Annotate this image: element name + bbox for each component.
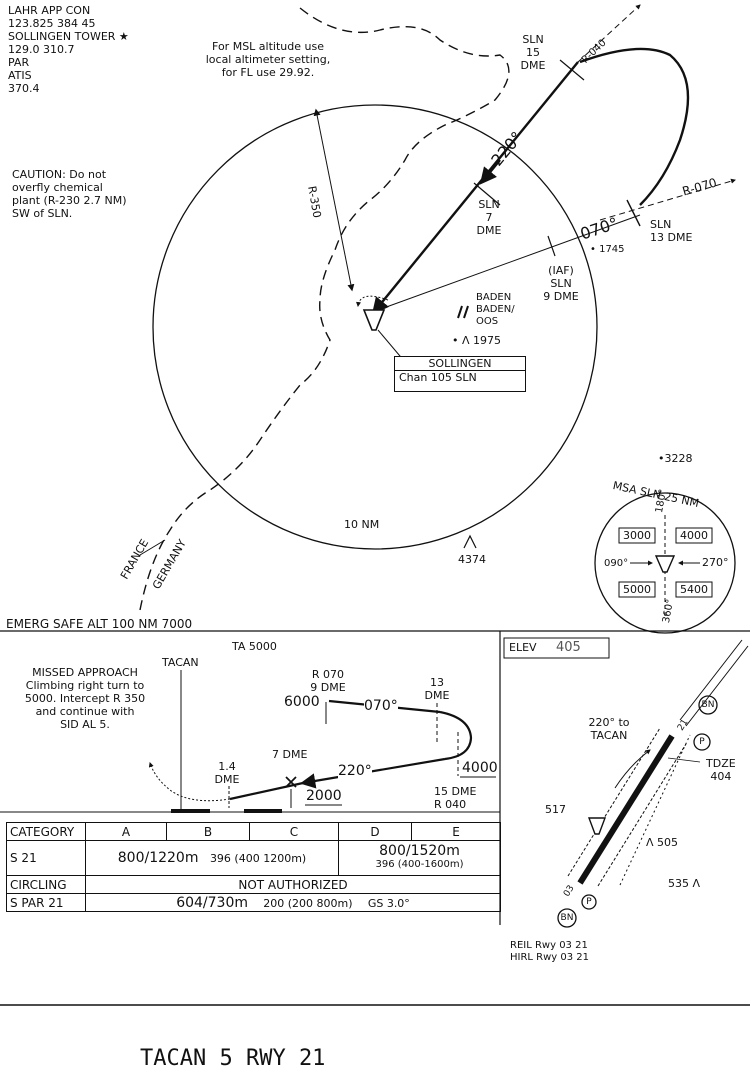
spar-label: S PAR 21 <box>6 893 86 912</box>
beacon-ne: BN <box>701 700 715 710</box>
profile-missed-approach <box>148 762 231 802</box>
cat-e: E <box>411 822 501 841</box>
runway-03-21 <box>577 734 675 885</box>
tacan-symbol <box>362 309 386 331</box>
border-france-germany <box>139 7 510 611</box>
profile-alt-2000: 2000 <box>306 788 342 804</box>
table-row: S 21 800/1220m 396 (400 1200m) 800/1520m… <box>6 840 501 876</box>
elev-1745: • 1745 <box>590 244 625 255</box>
chart-title: TACAN 5 RWY 21 <box>140 1046 326 1071</box>
profile-1.4-dme: 1.4 DME <box>214 760 240 786</box>
dme13-tick <box>626 199 641 227</box>
comms-line: 129.0 310.7 <box>8 43 75 56</box>
profile-course-220: 220° <box>338 763 372 779</box>
radial-350-line <box>313 108 355 292</box>
profile-7-dme: 7 DME <box>272 748 308 761</box>
cat-d: D <box>338 822 412 841</box>
s21-label: S 21 <box>6 840 86 876</box>
iaf-9dme-tick <box>547 235 556 257</box>
obstacle-4374: 4374 <box>458 553 486 566</box>
profile-alt-6000: 6000 <box>284 694 320 710</box>
obstacle-505: Λ 505 <box>646 836 679 849</box>
comms-block: LAHR APP CON 123.825 384 45 SOLLINGEN TO… <box>8 4 129 95</box>
cat-c: C <box>249 822 339 841</box>
altimeter-note: For MSL altitude use local altimeter set… <box>205 40 331 79</box>
profile-15-dme: 15 DME R 040 <box>434 785 477 811</box>
table-row: CIRCLING NOT AUTHORIZED <box>6 875 501 894</box>
msa-alt-ne: 4000 <box>680 529 708 542</box>
missed-approach-text: MISSED APPROACH Climbing right turn to 5… <box>24 666 146 731</box>
cat-a: A <box>85 822 167 841</box>
category-header: CATEGORY <box>6 822 86 841</box>
transition-altitude: TA 5000 <box>232 640 277 653</box>
navaid-name: SOLLINGEN <box>395 357 525 371</box>
profile-13-dme: 13 DME <box>424 676 450 702</box>
navaid-box: SOLLINGEN Chan 105 SLN <box>394 356 526 392</box>
r040-dashed <box>577 4 641 63</box>
msa-alt-se: 5400 <box>680 583 708 596</box>
comms-line: ATIS <box>8 69 32 82</box>
sln15-label: SLN 15 DME <box>520 33 546 72</box>
msa-bearing-270: 270° <box>702 556 729 569</box>
lighting-info: REIL Rwy 03 21 HIRL Rwy 03 21 <box>510 940 590 963</box>
msa-bearing-090: 090° <box>604 558 629 569</box>
circling-label: CIRCLING <box>6 875 86 894</box>
msa-alt-nw: 3000 <box>623 529 651 542</box>
s21-de: 800/1520m 396 (400-1600m) <box>338 840 501 876</box>
cat-b: B <box>166 822 250 841</box>
s21-abc: 800/1220m 396 (400 1200m) <box>85 840 339 876</box>
profile-alt-4000: 4000 <box>462 760 498 776</box>
comms-line: 123.825 384 45 <box>8 17 96 30</box>
comms-line: LAHR APP CON <box>8 4 91 17</box>
approach-note: 220° to TACAN <box>588 716 630 742</box>
sln7-label: SLN 7 DME <box>476 198 502 237</box>
airport-elev-label: ELEV <box>509 641 537 654</box>
airport-elev-value: 405 <box>556 640 581 655</box>
comms-line: 370.4 <box>8 82 40 95</box>
profile-tacan: TACAN <box>162 656 199 669</box>
papi-ne: P <box>699 737 705 747</box>
dme7-tick <box>473 182 501 206</box>
minimums-table: CATEGORY A B C D E S 21 800/1220m 396 (4… <box>6 822 501 912</box>
r070-line <box>599 178 736 221</box>
obstacle-1975: • Λ 1975 <box>452 334 502 347</box>
table-row: S PAR 21 604/730m 200 (200 800m) GS 3.0° <box>6 893 501 912</box>
circling-value: NOT AUTHORIZED <box>85 875 501 894</box>
msa-alt-sw: 5000 <box>623 583 651 596</box>
obstacle-517: 517 <box>545 803 566 816</box>
range-ring-10nm <box>152 104 598 550</box>
profile-course-070: 070° <box>364 698 398 714</box>
dme15-tick <box>559 59 585 81</box>
iaf-radial-line <box>377 214 641 311</box>
comms-line: SOLLINGEN TOWER ★ <box>8 30 129 43</box>
obstacle-535: 535 Λ <box>668 877 701 890</box>
beacon-sw: BN <box>560 913 574 923</box>
profile-r070-9dme: R 070 9 DME <box>310 668 346 694</box>
elev-3228: •3228 <box>658 452 693 465</box>
iaf-label: (IAF) SLN 9 DME <box>543 264 579 303</box>
table-row: CATEGORY A B C D E <box>6 822 501 841</box>
baden-label: BADEN BADEN/ OOS <box>476 292 515 327</box>
tdze-label: TDZE 404 <box>706 757 736 783</box>
range-ring-label: 10 NM <box>344 518 380 531</box>
comms-line: PAR <box>8 56 30 69</box>
caution-note: CAUTION: Do not overfly chemical plant (… <box>12 168 127 220</box>
papi-sw: P <box>586 897 592 907</box>
msa-circle <box>594 492 736 634</box>
navaid-channel: Chan 105 SLN <box>399 371 477 384</box>
sln13-label: SLN 13 DME <box>650 218 693 244</box>
emerg-safe-alt: EMERG SAFE ALT 100 NM 7000 <box>6 617 193 631</box>
spar-value: 604/730m 200 (200 800m) GS 3.0° <box>85 893 501 912</box>
procedure-turn-arc <box>579 47 690 206</box>
approach-track-220 <box>371 61 579 315</box>
